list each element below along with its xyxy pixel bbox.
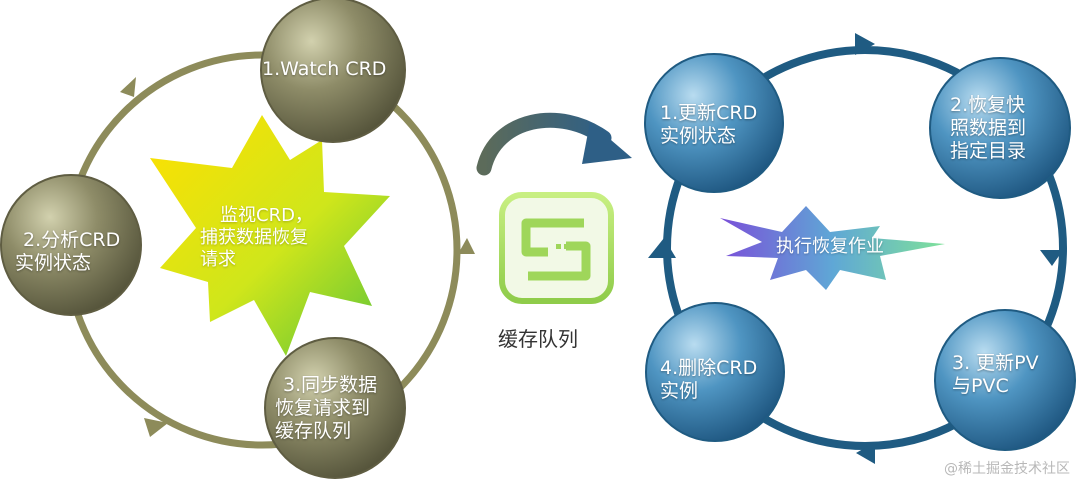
node-line: 4.删除CRD bbox=[660, 357, 758, 379]
left-ring-arrow-icon bbox=[120, 77, 136, 97]
node-restore-snapshot-label: 2.恢复快 照数据到 指定目录 bbox=[950, 94, 1026, 164]
node-line: 缓存队列 bbox=[275, 420, 352, 443]
queue-label: 缓存队列 bbox=[498, 327, 578, 351]
center-burst bbox=[720, 206, 945, 290]
node-line: 恢复请求到 bbox=[275, 397, 371, 420]
node-line: 3.同步数据 bbox=[283, 374, 378, 396]
node-analyze-crd bbox=[0, 174, 142, 316]
center-burst-label: 执行恢复作业 bbox=[776, 236, 884, 258]
node-line: 照数据到 bbox=[950, 117, 1027, 140]
right-ring-arrow-icon bbox=[1040, 250, 1063, 266]
node-restore-snapshot bbox=[929, 57, 1071, 199]
center-line: 执行恢复作业 bbox=[776, 236, 884, 257]
center-starburst-label: 监视CRD， 捕获数据恢复 请求 bbox=[200, 205, 313, 271]
node-sync-queue-label: 3.同步数据 恢复请求到 缓存队列 bbox=[275, 374, 377, 444]
center-line: 捕获数据恢复 bbox=[200, 226, 308, 248]
node-line: 3. 更新PV bbox=[952, 352, 1039, 374]
node-line: 与PVC bbox=[952, 375, 1009, 398]
watermark: @稀土掘金技术社区 bbox=[944, 461, 1070, 477]
message-queue-icon bbox=[499, 192, 614, 304]
center-line: 请求 bbox=[200, 248, 236, 270]
node-line: 实例状态 bbox=[660, 125, 737, 148]
node-update-crd-label: 1.更新CRD 实例状态 bbox=[660, 102, 757, 148]
node-analyze-crd-label: 2.分析CRD 实例状态 bbox=[15, 229, 120, 275]
node-line: 1.Watch CRD bbox=[262, 58, 387, 80]
node-watch-crd-label: 1.Watch CRD bbox=[262, 58, 386, 81]
node-update-pv-label: 3. 更新PV 与PVC bbox=[952, 352, 1039, 398]
center-line: 监视CRD， bbox=[220, 205, 313, 226]
left-ring-arrow-icon bbox=[144, 418, 168, 437]
transfer-arrowhead-icon bbox=[582, 122, 632, 164]
node-update-crd bbox=[644, 53, 784, 193]
node-line: 实例 bbox=[660, 380, 699, 403]
right-ring-arrow-icon bbox=[856, 442, 875, 464]
left-ring-arrow-icon bbox=[458, 238, 475, 254]
node-line: 实例状态 bbox=[15, 252, 92, 275]
node-line: 1.更新CRD bbox=[660, 102, 758, 124]
node-delete-crd bbox=[645, 302, 785, 442]
right-ring-arrow-icon bbox=[855, 33, 875, 55]
transfer-arc bbox=[476, 112, 612, 176]
node-watch-crd bbox=[260, 0, 406, 143]
node-sync-queue bbox=[264, 337, 406, 479]
right-ring-arrow-icon bbox=[648, 238, 676, 258]
node-line: 2.恢复快 bbox=[950, 94, 1026, 116]
node-line: 2.分析CRD bbox=[23, 229, 121, 251]
node-line: 指定目录 bbox=[950, 140, 1027, 163]
node-delete-crd-label: 4.删除CRD 实例 bbox=[660, 357, 757, 403]
center-starburst bbox=[150, 115, 390, 356]
node-update-pv bbox=[934, 309, 1076, 451]
